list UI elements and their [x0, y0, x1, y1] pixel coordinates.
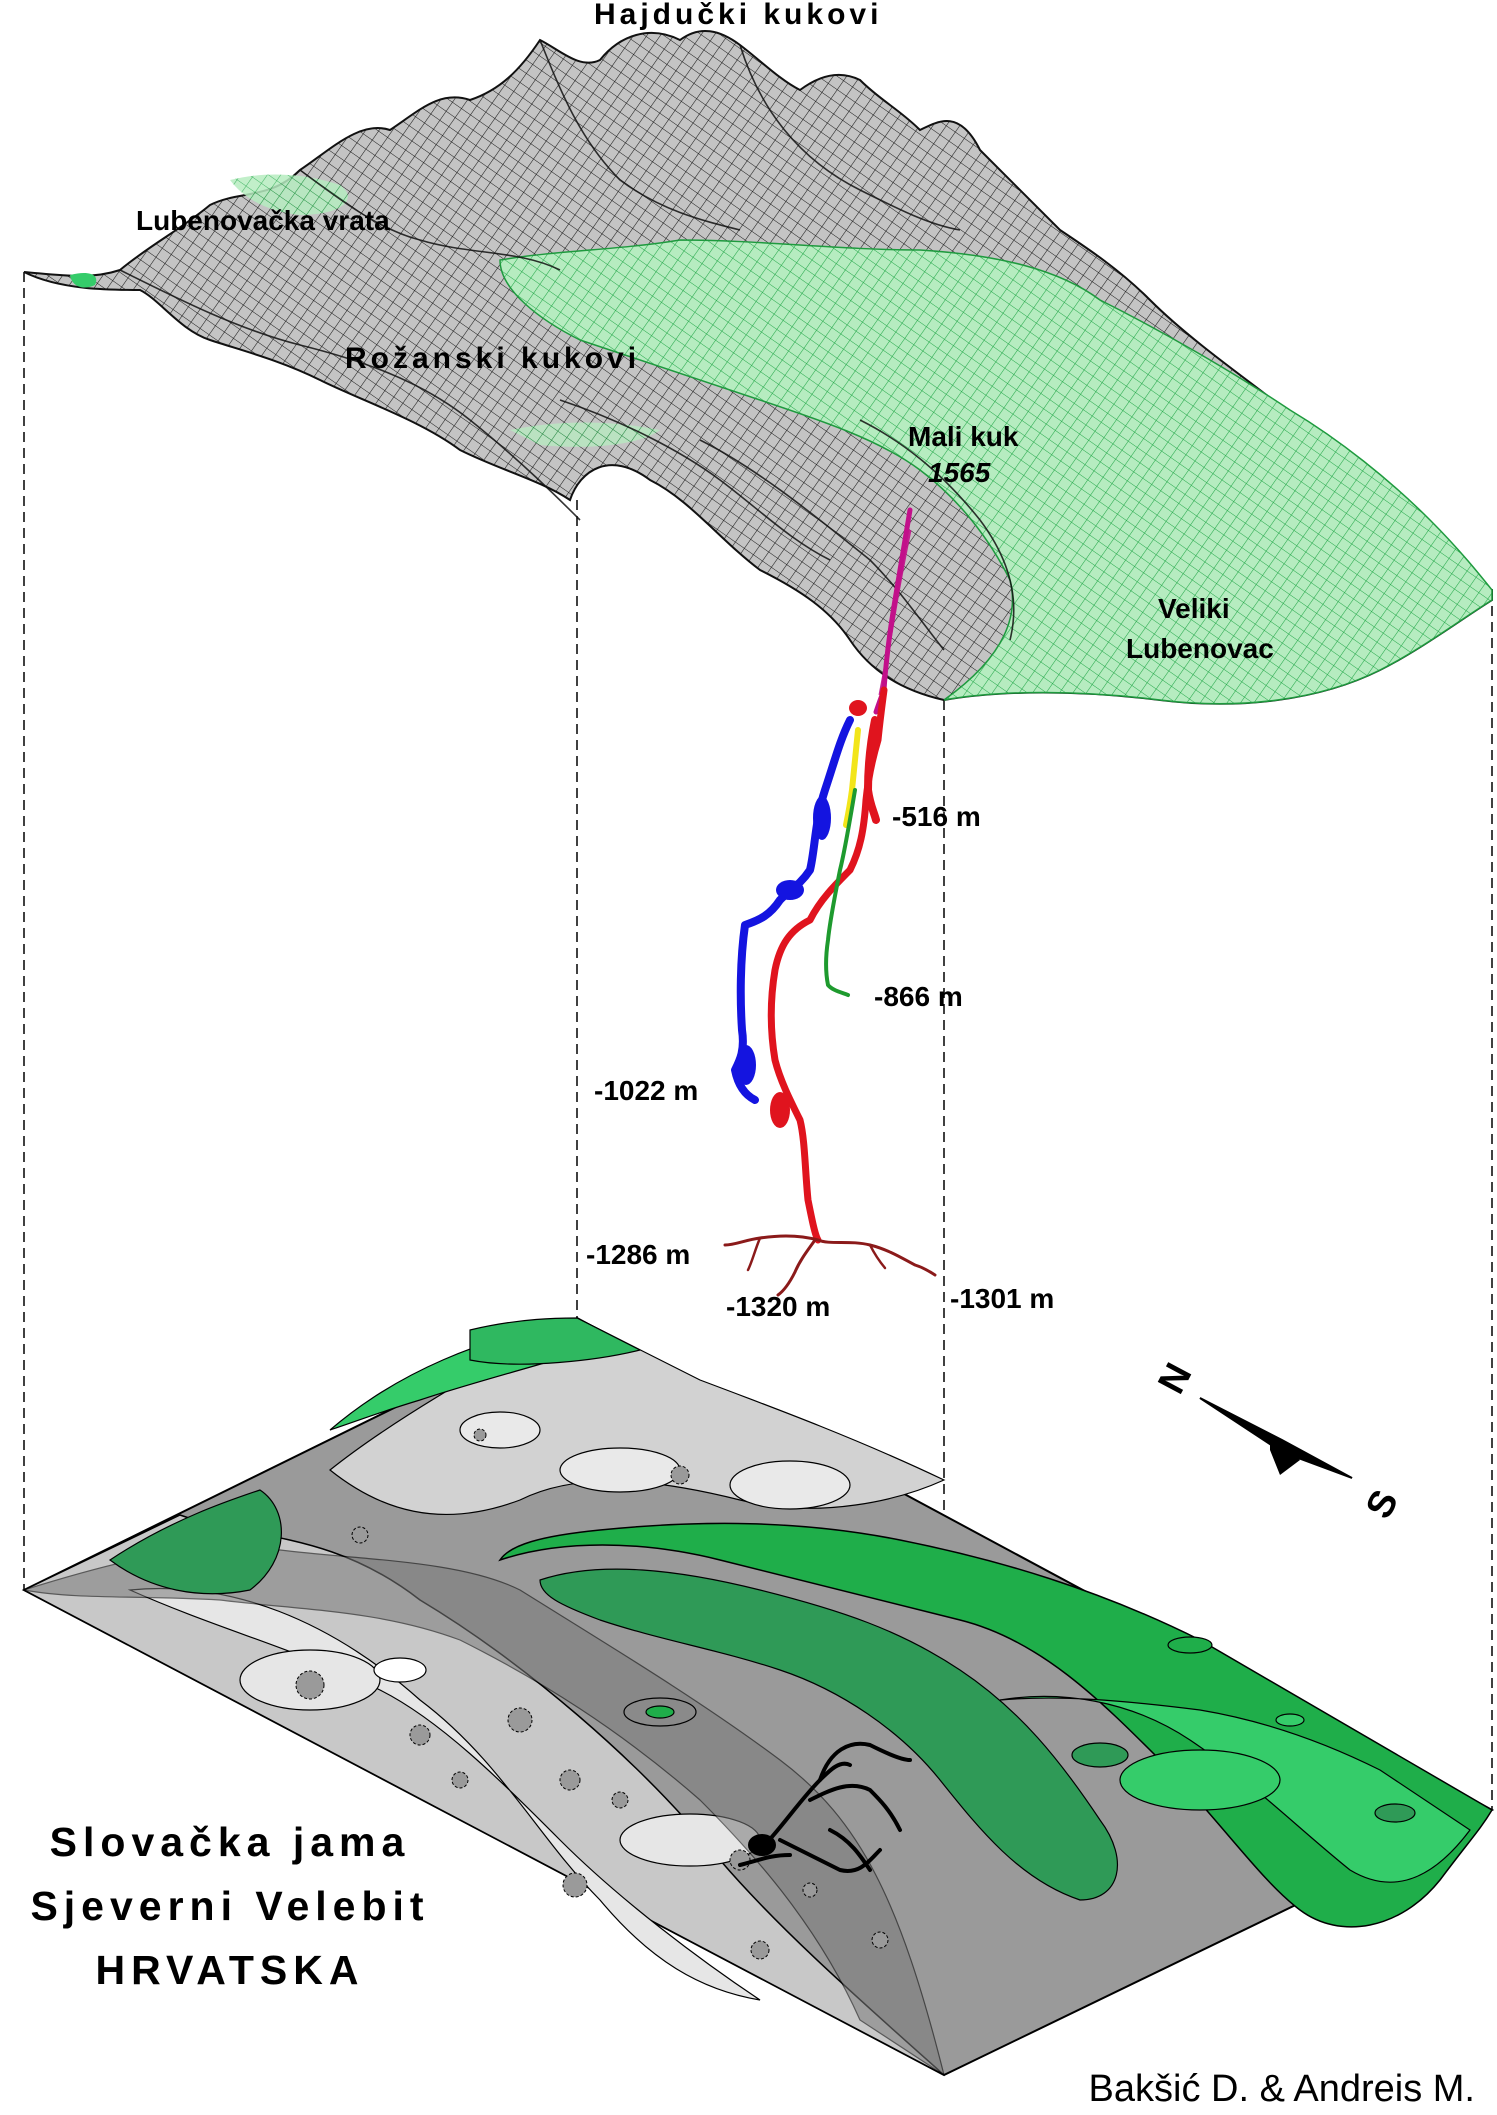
depth-label-516: -516 m — [892, 801, 981, 832]
depth-label-1022: -1022 m — [594, 1075, 698, 1106]
title-line-region: Sjeverni Velebit — [30, 1883, 430, 1929]
label-mali-kuk-elevation: 1565 — [928, 457, 991, 488]
label-mali-kuk: Mali kuk — [908, 421, 1019, 452]
label-veliki-lubenovac-line2: Lubenovac — [1126, 633, 1274, 664]
depth-label-1301: -1301 m — [950, 1283, 1054, 1314]
label-rozanski-kukovi: Rožanski kukovi — [345, 342, 640, 375]
label-veliki-lubenovac-line1: Veliki — [1158, 593, 1230, 624]
compass-south-label: S — [1358, 1483, 1407, 1525]
cave-profile — [723, 507, 937, 1297]
cave-plan — [738, 1741, 912, 1873]
compass-rose: N S — [1151, 1357, 1408, 1526]
label-lubenovacka-vrata: Lubenovačka vrata — [136, 205, 390, 236]
title-line-country: HRVATSKA — [95, 1947, 365, 1993]
label-hajducki-kukovi: Hajdučki kukovi — [594, 0, 882, 31]
depth-label-1320: -1320 m — [726, 1291, 830, 1322]
depth-label-866: -866 m — [874, 981, 963, 1012]
terrain-mesh — [23, 29, 1493, 705]
compass-north-label: N — [1151, 1357, 1201, 1401]
author-credit: Bakšić D. & Andreis M. — [1088, 2068, 1475, 2110]
map-title-block: Slovačka jama Sjeverni Velebit HRVATSKA — [0, 1810, 460, 2002]
contour-map — [21, 1316, 1495, 2077]
title-line-cave: Slovačka jama — [49, 1819, 411, 1865]
depth-label-1286: -1286 m — [586, 1239, 690, 1270]
